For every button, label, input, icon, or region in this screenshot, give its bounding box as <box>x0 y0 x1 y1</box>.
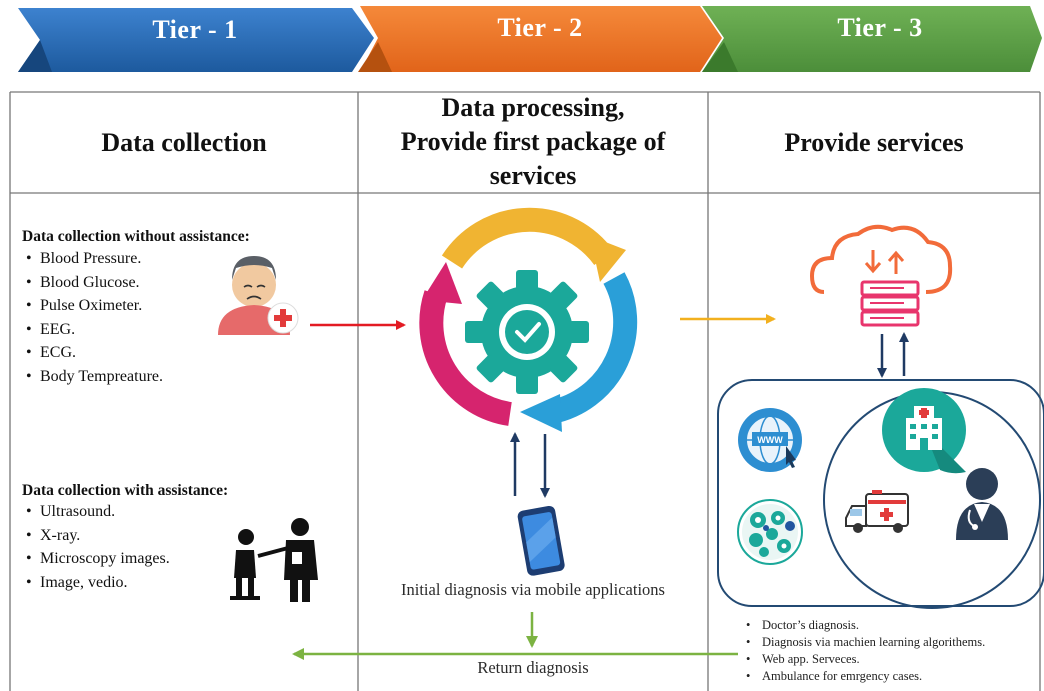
smartphone-icon <box>517 505 565 576</box>
list-item: Blood Pressure. <box>24 247 163 271</box>
column-1-title: Data collection <box>101 128 267 157</box>
doctor-patient-icon <box>230 518 318 602</box>
list-item: Microscopy images. <box>24 547 170 571</box>
hospital-icon <box>882 388 966 474</box>
cloud-server-icon <box>809 224 953 327</box>
tier-banners <box>18 6 1042 72</box>
www-globe-icon <box>738 408 802 472</box>
gear-cycle-icon <box>419 207 638 432</box>
tier-3-label: Tier - 3 <box>837 13 923 42</box>
list-item: Ambulance for emrgency cases. <box>744 668 985 685</box>
tier-2-fold <box>358 42 392 72</box>
tier-2-banner <box>360 6 722 72</box>
list-item: Web app. Serveces. <box>744 651 985 668</box>
with-assistance-heading: Data collection with assistance: <box>22 482 229 499</box>
column-2-title-line-2: Provide first package of <box>400 127 666 156</box>
tier-1-banner <box>18 8 374 72</box>
services-list: Doctor’s diagnosis. Diagnosis via machie… <box>744 617 985 685</box>
list-item: Doctor’s diagnosis. <box>744 617 985 634</box>
tier-1-fold <box>18 40 52 72</box>
return-diagnosis-caption: Return diagnosis <box>477 658 589 677</box>
column-2-title-line-3: services <box>489 161 577 190</box>
list-item: X-ray. <box>24 524 170 548</box>
tier-3-fold <box>702 42 738 72</box>
tier-3-banner <box>702 6 1042 72</box>
list-item: Body Tempreature. <box>24 365 163 389</box>
column-3-title: Provide services <box>784 128 964 157</box>
table-grid <box>9 91 1041 691</box>
with-assistance-list: Ultrasound. X-ray. Microscopy images. Im… <box>24 500 170 594</box>
mobile-diagnosis-caption: Initial diagnosis via mobile application… <box>401 580 665 599</box>
list-item: ECG. <box>24 341 163 365</box>
tier-2-label: Tier - 2 <box>497 13 583 42</box>
column-2-title: Data processing, Provide first package o… <box>358 91 708 193</box>
services-group-box <box>717 379 1044 607</box>
list-item: Pulse Oximeter. <box>24 294 163 318</box>
list-item: Ultrasound. <box>24 500 170 524</box>
doctor-icon <box>956 468 1008 540</box>
list-item: Image, vedio. <box>24 571 170 595</box>
arrows <box>292 314 909 660</box>
ambulance-icon <box>845 490 909 533</box>
list-item: Diagnosis via machien learning algorithe… <box>744 634 985 651</box>
list-item: EEG. <box>24 318 163 342</box>
www-globe-text: WWW <box>757 435 783 445</box>
tier-1-label: Tier - 1 <box>152 15 238 44</box>
without-assistance-list: Blood Pressure. Blood Glucose. Pulse Oxi… <box>24 247 163 388</box>
brain-gears-icon <box>737 499 803 565</box>
patient-icon <box>218 256 299 335</box>
without-assistance-heading: Data collection without assistance: <box>22 228 250 245</box>
column-2-title-line-1: Data processing, <box>441 93 625 122</box>
list-item: Blood Glucose. <box>24 271 163 295</box>
